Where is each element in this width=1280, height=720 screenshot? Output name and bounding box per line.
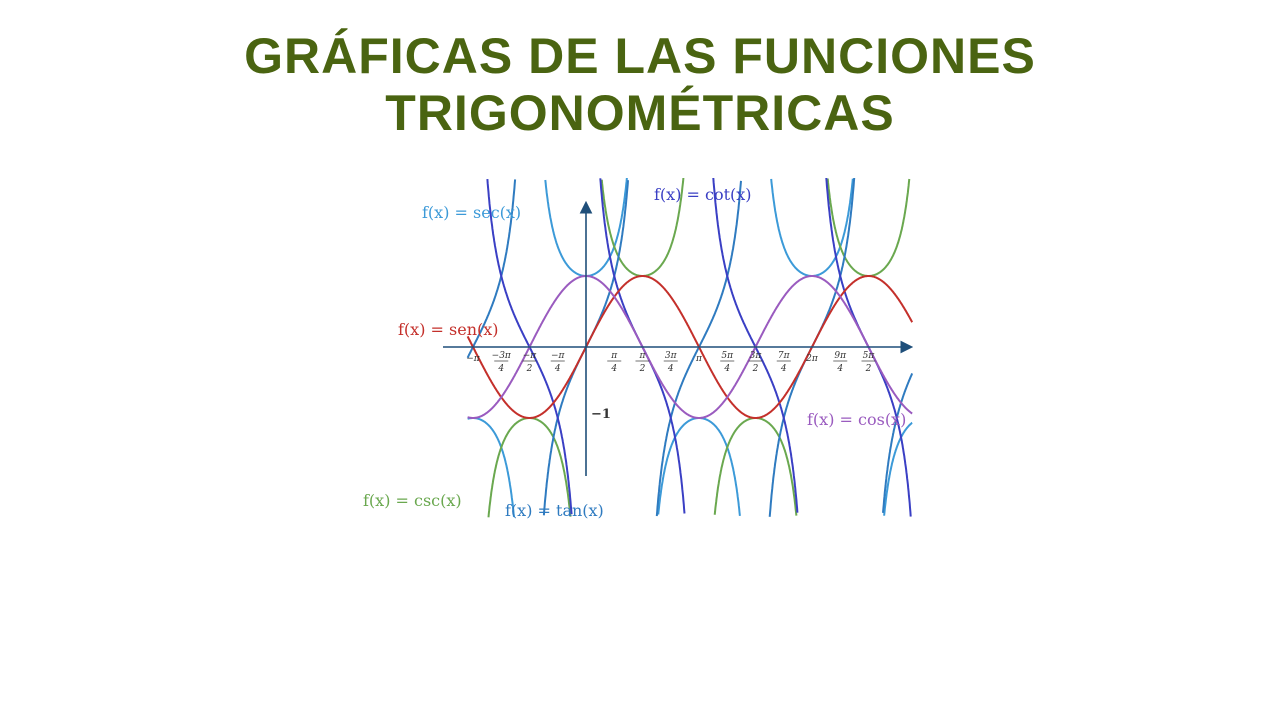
x-tick-numerator: −π	[551, 351, 566, 361]
cos-curve-segment	[467, 275, 913, 419]
sec-curve-segment	[770, 178, 854, 277]
x-tick-numerator: −π	[523, 351, 538, 361]
sen-curve-segment	[466, 275, 914, 419]
x-tick-numerator: 5π	[863, 351, 876, 361]
x-tick-denominator: 4	[836, 364, 843, 374]
x-tick-label: 2π	[805, 354, 819, 364]
trig-functions-figure: −π −3π 4 −π 2 −π 4 π 4 π 2 3π 4 π 5π 4 3π 2 7π 4 2π 9π 4 5π 2 −1…	[355, 176, 940, 528]
label-tan: f(x) = tan(x)	[505, 501, 604, 520]
x-tick-numerator: 3π	[750, 351, 763, 361]
x-tick-numerator: π	[610, 351, 618, 361]
trig-graph: −π −3π 4 −π 2 −π 4 π 4 π 2 3π 4 π 5π 4 3π 2 7π 4 2π 9π 4 5π 2 −1…	[363, 176, 914, 520]
x-tick-denominator: 4	[554, 364, 561, 374]
axes-group	[443, 200, 914, 476]
label-cos: f(x) = cos(x)	[807, 410, 906, 429]
csc-curve-segment	[826, 178, 911, 277]
y-tick-minus-one: −1	[591, 407, 611, 422]
x-ticks-group: −π −3π 4 −π 2 −π 4 π 4 π 2 3π 4 π 5π 4 3π 2 7π 4 2π 9π 4 5π 2	[466, 351, 876, 374]
x-tick-label: −π	[466, 354, 481, 364]
x-tick-denominator: 2	[865, 364, 872, 374]
x-tick-numerator: −3π	[492, 351, 512, 361]
csc-curve-segment	[713, 417, 798, 516]
x-tick-denominator: 2	[526, 364, 533, 374]
sec-curve-segment	[883, 421, 913, 516]
x-tick-numerator: 3π	[665, 351, 678, 361]
tan-curve-segment	[466, 179, 517, 359]
x-tick-denominator: 4	[497, 364, 504, 374]
x-tick-numerator: 9π	[834, 351, 847, 361]
x-tick-denominator: 2	[752, 364, 759, 374]
x-tick-denominator: 4	[780, 364, 787, 374]
x-tick-numerator: 5π	[721, 351, 734, 361]
x-tick-numerator: π	[639, 351, 647, 361]
x-tick-denominator: 4	[667, 364, 674, 374]
label-csc: f(x) = csc(x)	[363, 491, 462, 510]
x-tick-denominator: 4	[723, 364, 730, 374]
label-sen: f(x) = sen(x)	[398, 320, 499, 339]
x-tick-denominator: 2	[639, 364, 646, 374]
tan-curve-segment	[882, 372, 914, 513]
label-cot: f(x) = cot(x)	[654, 185, 752, 204]
x-tick-denominator: 4	[610, 364, 617, 374]
sec-curve-segment	[657, 417, 741, 517]
label-sec: f(x) = sec(x)	[422, 203, 521, 222]
x-tick-label: π	[695, 354, 703, 364]
slide-title: GRÁFICAS DE LAS FUNCIONES TRIGONOMÉTRICA…	[0, 28, 1280, 142]
x-tick-numerator: 7π	[778, 351, 791, 361]
title-line-2: TRIGONOMÉTRICAS	[385, 85, 895, 141]
title-line-1: GRÁFICAS DE LAS FUNCIONES	[244, 28, 1036, 84]
